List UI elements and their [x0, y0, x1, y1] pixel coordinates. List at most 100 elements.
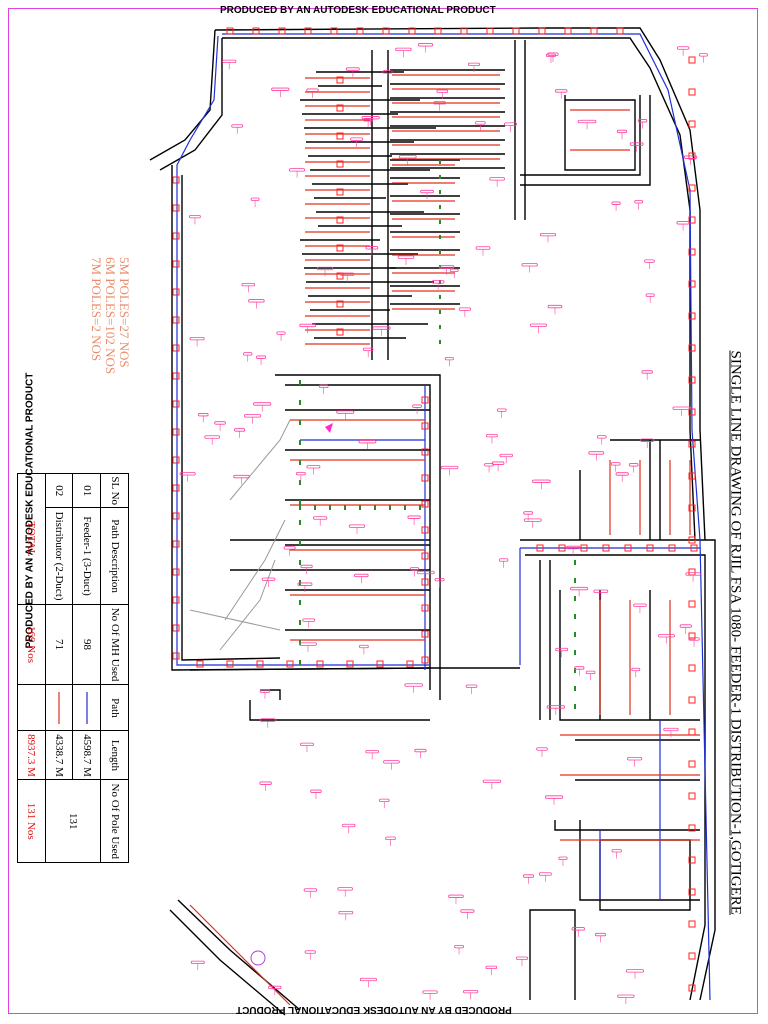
table-row: 02 Distributor (2-Duct) 71 4338.7 M — [45, 473, 73, 863]
distance-callout — [460, 909, 475, 913]
stamp-bottom: PRODUCED BY AN AUTODESK EDUCATIONAL PROD… — [236, 1004, 512, 1015]
road-segment — [520, 95, 651, 186]
distance-callout — [523, 511, 534, 515]
manhole-marker — [646, 544, 654, 552]
distance-callout — [259, 689, 271, 693]
manhole-marker — [690, 544, 698, 552]
reference-circle — [250, 950, 266, 966]
distance-callout — [189, 214, 201, 219]
manhole-marker — [688, 952, 696, 960]
feeder-path — [176, 33, 711, 1001]
distance-callout — [197, 413, 209, 417]
road-segment — [149, 29, 216, 161]
manhole-marker — [336, 300, 344, 308]
distance-callout — [222, 59, 237, 64]
manhole-marker — [172, 624, 180, 632]
road-segment — [181, 175, 281, 661]
distance-callout — [248, 299, 265, 303]
distance-callout — [190, 960, 205, 965]
manhole-marker — [688, 984, 696, 992]
row-mh: 98 — [73, 604, 101, 685]
manhole-marker — [336, 216, 344, 224]
distance-callout — [299, 323, 317, 328]
distance-callout — [482, 779, 502, 784]
road-segment — [529, 909, 576, 1000]
secondary-road — [229, 419, 291, 501]
header-poles: No Of Pole Used — [100, 779, 129, 863]
manhole-marker — [421, 396, 429, 404]
distance-callout — [558, 856, 568, 860]
distance-callout — [313, 516, 328, 520]
distance-callout — [467, 62, 480, 67]
distance-callout — [271, 87, 290, 91]
manhole-marker — [688, 920, 696, 928]
distance-callout — [475, 246, 491, 250]
manhole-marker — [688, 824, 696, 832]
distance-callout — [397, 255, 415, 259]
manhole-marker — [172, 484, 180, 492]
manhole-marker — [434, 27, 442, 35]
manhole-marker — [688, 600, 696, 608]
distance-callout — [283, 546, 296, 550]
manhole-marker — [252, 27, 260, 35]
manhole-marker — [688, 504, 696, 512]
road-outlines-secondary — [189, 419, 291, 651]
distance-callout — [625, 969, 645, 973]
total-mh: 169 Nos — [17, 604, 46, 685]
distance-callout — [438, 265, 455, 269]
manhole-marker — [172, 568, 180, 576]
distance-callout — [485, 965, 498, 970]
distance-callout — [383, 760, 400, 764]
manhole-marker — [536, 544, 544, 552]
distance-callout — [515, 956, 529, 960]
distance-callout — [539, 232, 557, 237]
distance-callout — [571, 927, 585, 931]
manhole-marker — [330, 27, 338, 35]
distance-callout — [354, 573, 369, 578]
distance-callout — [588, 451, 605, 455]
distance-callout — [491, 461, 505, 465]
total-path-empty — [17, 684, 46, 731]
distance-callout — [337, 887, 353, 891]
manhole-marker — [421, 526, 429, 534]
distance-callout — [359, 977, 377, 982]
manhole-marker — [172, 316, 180, 324]
manhole-marker — [688, 184, 696, 192]
distance-callout — [233, 474, 250, 479]
manhole-marker — [624, 544, 632, 552]
road-segment — [520, 539, 716, 1001]
road-segment — [554, 820, 700, 831]
feeder-segment — [176, 35, 430, 666]
distance-callout — [318, 384, 329, 388]
manhole-marker — [688, 568, 696, 576]
manhole-marker — [688, 120, 696, 128]
distance-callout — [418, 43, 434, 47]
distance-callout — [379, 798, 390, 803]
manhole-marker — [172, 400, 180, 408]
distance-callout — [676, 46, 690, 50]
manhole-marker — [226, 27, 234, 35]
manhole-marker — [688, 856, 696, 864]
distance-callout — [231, 124, 244, 128]
distance-callout — [663, 727, 679, 732]
distance-callout — [611, 201, 621, 205]
distance-callout — [536, 747, 548, 751]
distance-callout — [555, 647, 569, 652]
row-length: 4598.7 M — [73, 730, 101, 780]
distance-callout — [306, 88, 319, 92]
distance-callout — [629, 142, 644, 146]
table-row: 01 Feeder-1 (3-Duct) 98 4598.7 M 131 — [45, 473, 101, 863]
sheet-border — [8, 8, 758, 1014]
distance-callout — [342, 823, 356, 828]
distance-callout — [611, 849, 622, 853]
manhole-marker — [304, 27, 312, 35]
distance-callout — [486, 433, 498, 438]
road-segment — [214, 27, 706, 541]
distributor-path — [189, 74, 700, 1006]
manhole-marker — [336, 104, 344, 112]
distance-callout — [641, 370, 653, 374]
distance-callout — [296, 471, 306, 476]
manhole-marker — [688, 408, 696, 416]
